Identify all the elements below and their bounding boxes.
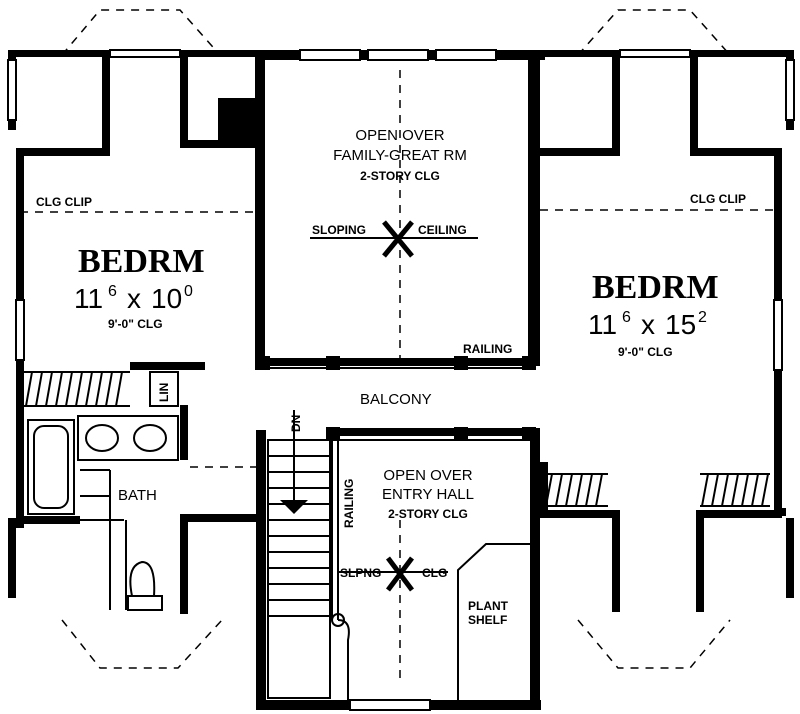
plant-shelf-label-2: SHELF: [468, 613, 507, 627]
bedroom-right-depth: 15: [665, 309, 696, 340]
balcony-label: BALCONY: [360, 391, 432, 408]
bath-label: BATH: [118, 487, 157, 504]
sloping-marker-entry: [338, 556, 448, 592]
clg-clip-right-label: CLG CLIP: [690, 192, 746, 206]
closet-left: [24, 371, 179, 407]
plant-shelf: [457, 543, 530, 700]
bedroom-right-depth-sup: 2: [698, 309, 707, 326]
bedroom-left-width: 11: [74, 283, 103, 314]
open-family-line2: FAMILY-GREAT RM: [333, 147, 467, 164]
bedroom-left-width-sup: 6: [108, 283, 117, 300]
closet-right-b: [700, 473, 770, 507]
linen-label: LIN: [157, 383, 171, 402]
slpng-label: SLPNG: [340, 566, 381, 580]
bedroom-left-depth-sup: 0: [184, 283, 193, 300]
sloping-label: SLOPING: [312, 223, 366, 237]
open-family-line1: OPEN OVER: [355, 127, 444, 144]
bath-fixtures: [27, 415, 179, 611]
windows: [7, 49, 795, 711]
bedroom-right-dimensions: 11 6 x 15 2: [588, 309, 707, 340]
closet-right-a: [544, 473, 608, 507]
bedroom-left-depth: 10: [151, 283, 182, 314]
bedroom-left-dimensions: 11 6 x 10 0: [74, 283, 193, 314]
bedroom-left-ceiling: 9'-0" CLG: [108, 317, 163, 331]
clg-clip-left-label: CLG CLIP: [36, 195, 92, 209]
railing-stair-label: RAILING: [342, 479, 356, 528]
open-entry-line2: ENTRY HALL: [382, 486, 474, 503]
bedroom-right-times: x: [641, 309, 655, 340]
bedroom-right-width-sup: 6: [622, 309, 631, 326]
dn-label: DN: [289, 415, 303, 432]
bedroom-right-ceiling: 9'-0" CLG: [618, 345, 673, 359]
ceiling-label: CEILING: [418, 223, 467, 237]
roof-outline-dashes: [20, 9, 778, 680]
railing-top-label: RAILING: [463, 342, 512, 356]
plant-shelf-label-1: PLANT: [468, 599, 509, 613]
open-entry-line3: 2-STORY CLG: [388, 507, 468, 521]
railing-top: [256, 356, 536, 370]
open-family-line3: 2-STORY CLG: [360, 169, 440, 183]
bedroom-left-name: BEDRM: [78, 243, 205, 280]
clg-entry-label: CLG: [422, 566, 447, 580]
open-entry-line1: OPEN OVER: [383, 467, 472, 484]
sloping-marker-top: [310, 220, 478, 258]
bedroom-left-times: x: [127, 283, 141, 314]
railing-entry: [326, 427, 536, 620]
bedroom-right-width: 11: [588, 309, 617, 340]
bedroom-right-name: BEDRM: [592, 269, 719, 306]
stairs: [267, 410, 350, 700]
